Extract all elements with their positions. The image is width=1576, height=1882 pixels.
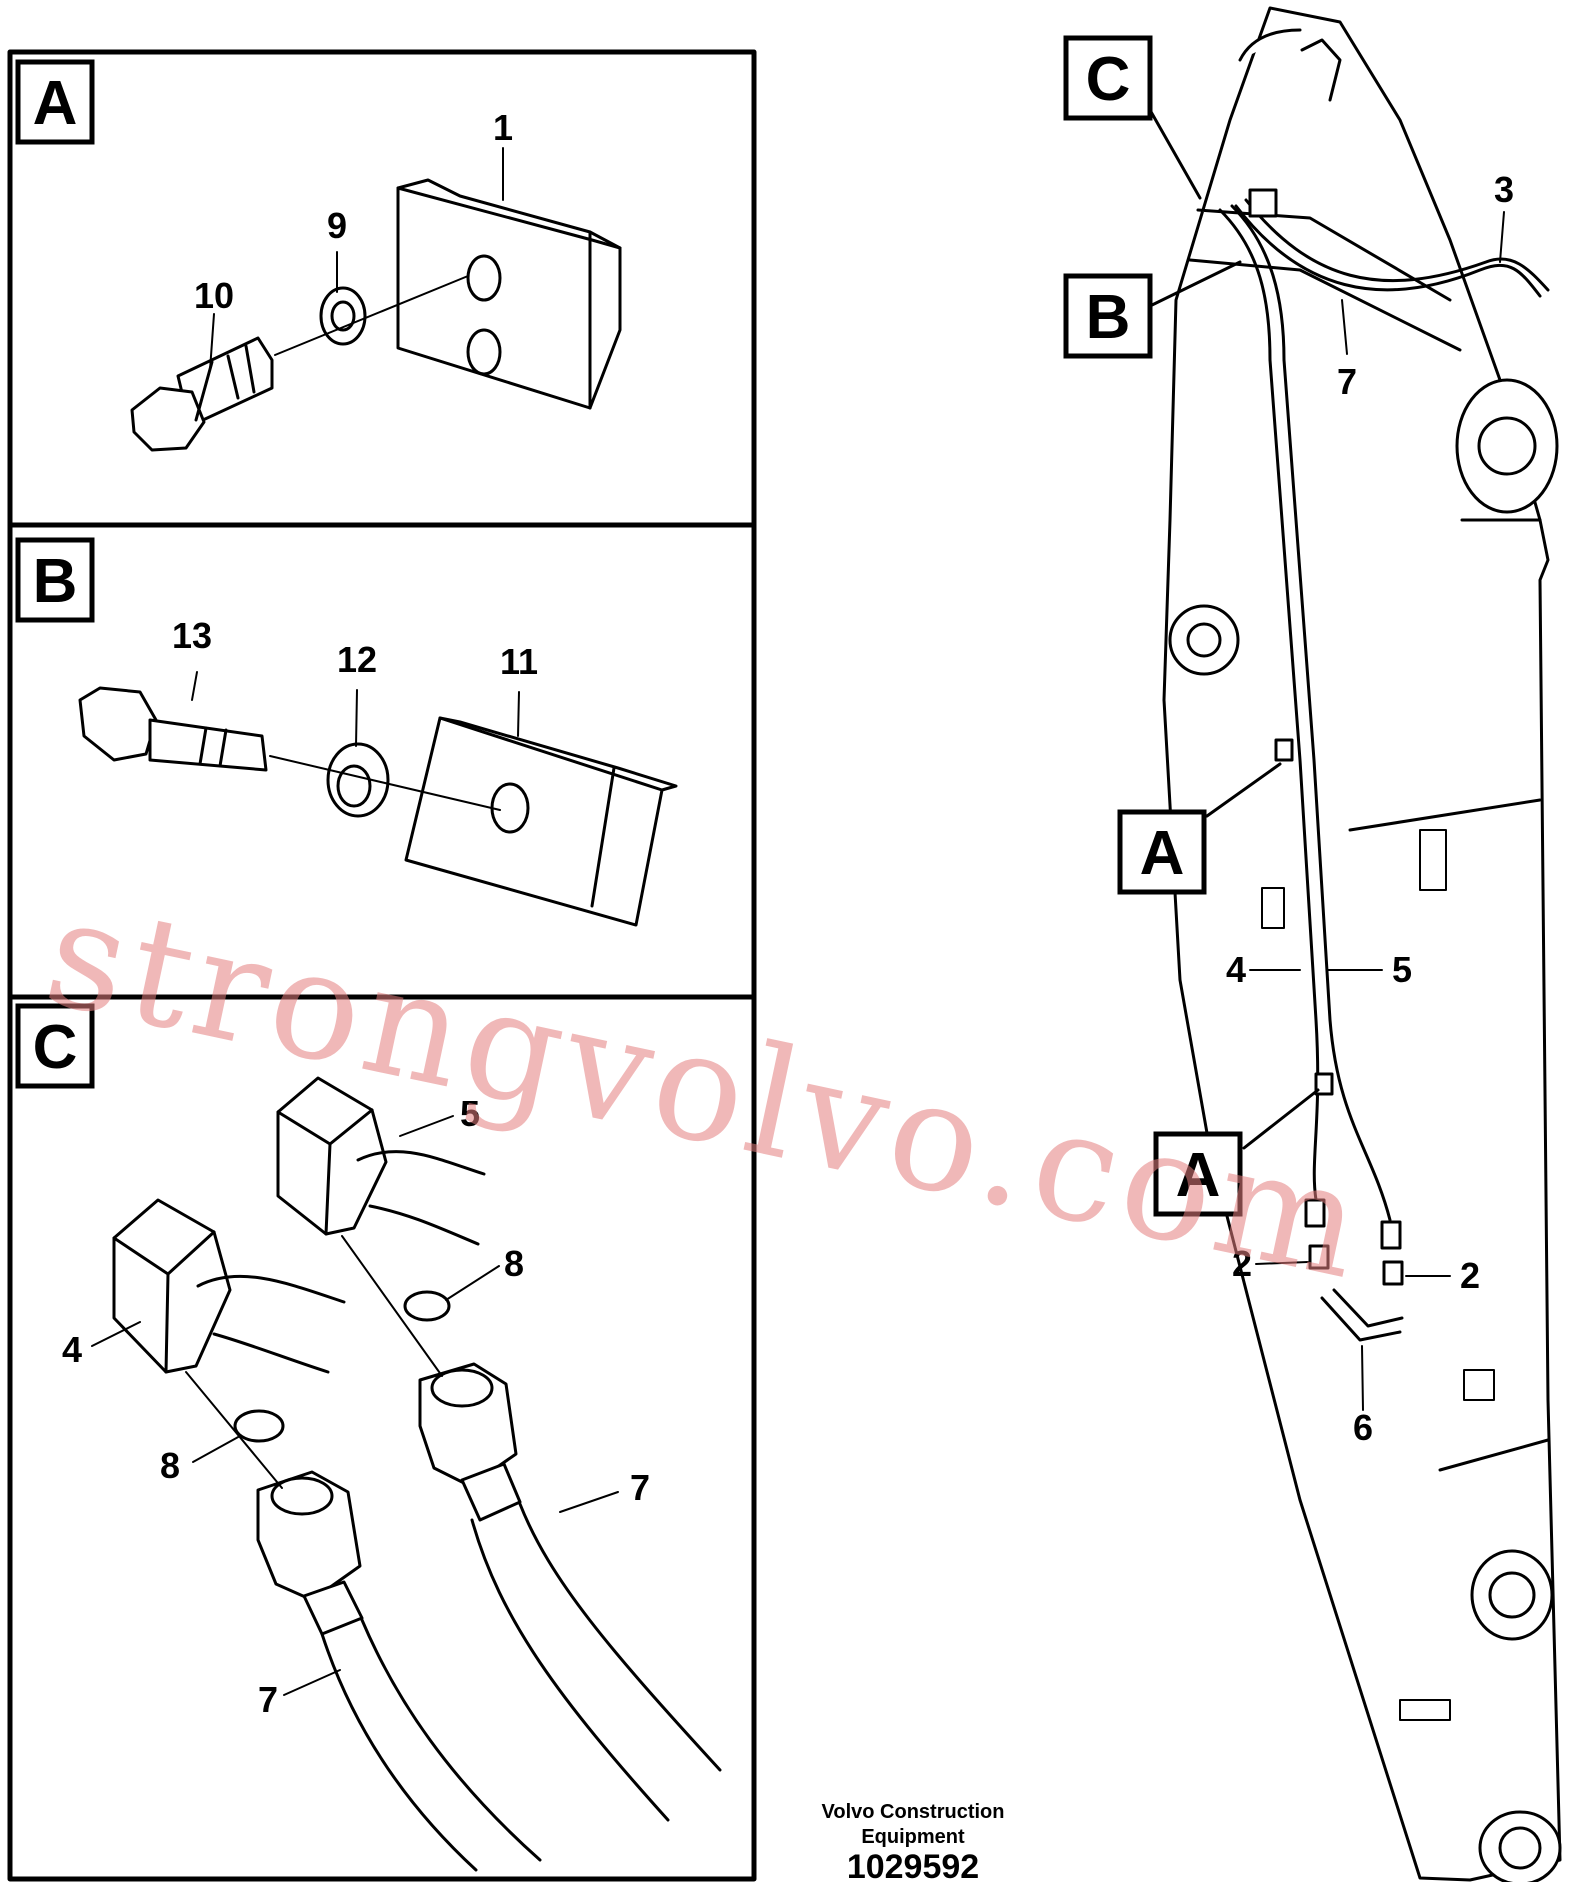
callout-2-right: 2 [1460,1255,1480,1296]
panel-a-letter: A [33,69,78,138]
callout-11: 11 [500,641,538,682]
callout-7-left: 7 [258,1679,278,1720]
callout-3: 3 [1494,169,1514,210]
panel-c-callouts: 5 8 4 8 7 7 [62,1093,650,1720]
callout-2-left: 2 [1232,1243,1252,1284]
overview-tag-a-lower: A [1153,1131,1243,1217]
panel-c-parts [112,1076,722,1872]
company-line-1: Volvo Construction [822,1801,1005,1823]
panel-c-letter: C [33,1013,78,1082]
panel-c-tag: C [15,1003,95,1089]
svg-text:B: B [1086,283,1131,352]
overview-tag-c: C [1063,35,1153,121]
callout-9: 9 [327,205,347,246]
callout-6: 6 [1353,1407,1373,1448]
callout-4: 4 [62,1329,82,1370]
svg-text:A: A [1176,1141,1221,1210]
drawing-footer: Volvo Construction Equipment 1029592 [822,1801,1005,1882]
overview-callouts: 3 7 4 5 2 2 6 [1226,169,1514,1448]
detail-panel-frame [7,49,757,1882]
hydraulic-lines [1218,188,1550,1342]
boom-outline [1162,6,1562,1882]
overview-tag-b: B [1063,273,1153,359]
callout-8-lower: 8 [160,1445,180,1486]
callout-8-upper: 8 [504,1243,524,1284]
overview-leaders [1148,108,1320,1150]
svg-text:A: A [1140,819,1185,888]
callout-10: 10 [194,275,234,316]
company-line-2: Equipment [861,1826,965,1848]
panel-a-tag: A [15,59,95,145]
panel-leaders [91,147,619,1696]
overview-tag-a-upper: A [1117,809,1207,895]
callout-7-overview: 7 [1337,361,1357,402]
panel-a-parts [130,178,622,452]
callout-12: 12 [337,639,377,680]
drawing-number: 1029592 [847,1848,979,1882]
panel-a-callouts: 1 9 10 [194,107,513,316]
panel-b-tag: B [15,537,95,623]
panel-b-parts [78,686,678,927]
callout-1: 1 [493,107,513,148]
callout-4-overview: 4 [1226,949,1246,990]
overview-callout-leaders [1249,211,1505,1411]
panel-b-callouts: 13 12 11 [172,615,538,682]
panel-b-letter: B [33,547,78,616]
callout-13: 13 [172,615,212,656]
callout-7-right: 7 [630,1467,650,1508]
svg-text:C: C [1086,45,1131,114]
callout-5-overview: 5 [1392,949,1412,990]
callout-5: 5 [460,1093,480,1134]
